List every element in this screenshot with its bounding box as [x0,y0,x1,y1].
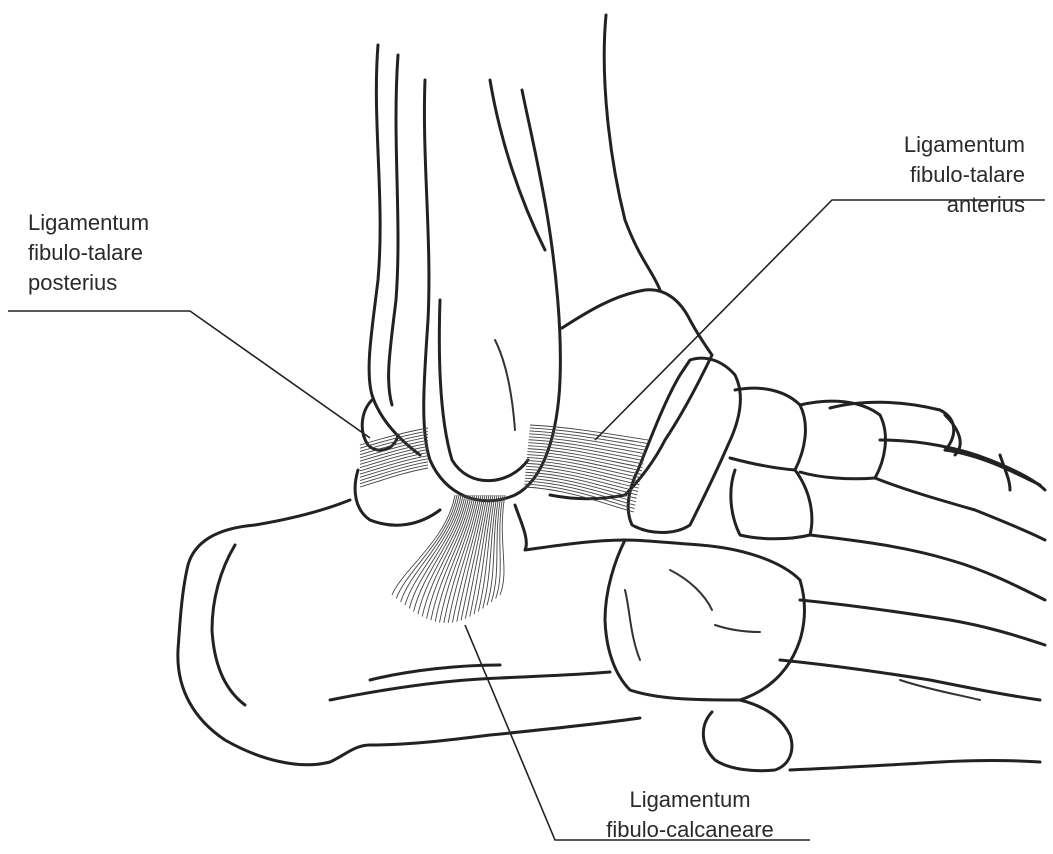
cuneiform-3 [800,401,885,479]
calcaneus-lower-ridge [330,672,610,700]
malleolus-inner-curve [439,300,528,481]
calcaneus-top [515,505,625,550]
metatarsal-4 [810,535,1045,600]
talus [550,290,712,499]
cuboid-groove-1 [625,590,640,660]
malleolus-groove [495,340,515,430]
metatarsal-1 [830,402,954,450]
label-line: Ligamentum [904,130,1025,160]
ligament-fiber [478,495,495,611]
posterior-talofibular-ligament [360,428,428,487]
navicular [628,358,740,532]
label-line: anterius [904,190,1025,220]
label-line: Ligamentum [28,208,149,238]
label-line: Ligamentum [590,785,790,815]
metatarsal-1-shaft [945,450,1040,485]
label-posterior-talofibular: Ligamentum fibulo-talare posterius [28,208,149,298]
ligament-fiber [529,434,646,450]
leader-posterior [8,311,370,438]
cuboid-groove-2 [670,570,712,610]
cuboid [605,540,805,700]
metatarsal-3 [875,478,1045,540]
metatarsal-5-lower [790,761,1040,771]
calcaneofibular-ligament [392,495,505,623]
label-line: posterius [28,268,149,298]
cuboid-groove-3 [715,625,760,632]
ligament-fiber [360,446,428,464]
fibula [369,45,420,455]
metatarsal-5 [800,600,1045,645]
cuneiform-2 [731,470,812,539]
ligament-fiber [452,495,483,623]
label-line: fibulo-talare [904,160,1025,190]
tibia [604,15,660,290]
label-calcaneofibular: Ligamentum fibulo-calcaneare [590,785,790,845]
calcaneus [178,500,640,765]
metatarsal-5-base [703,700,792,771]
metatarsal-5-shaft [780,660,1040,700]
label-line: fibulo-talare [28,238,149,268]
label-line: fibulo-calcaneare [590,815,790,845]
metatarsal-2 [880,440,1045,490]
fibula-inner [389,55,398,405]
leader-anterior [595,200,1045,440]
calcaneus-inner [212,545,245,705]
label-anterior-talofibular: Ligamentum fibulo-talare anterius [904,130,1025,220]
